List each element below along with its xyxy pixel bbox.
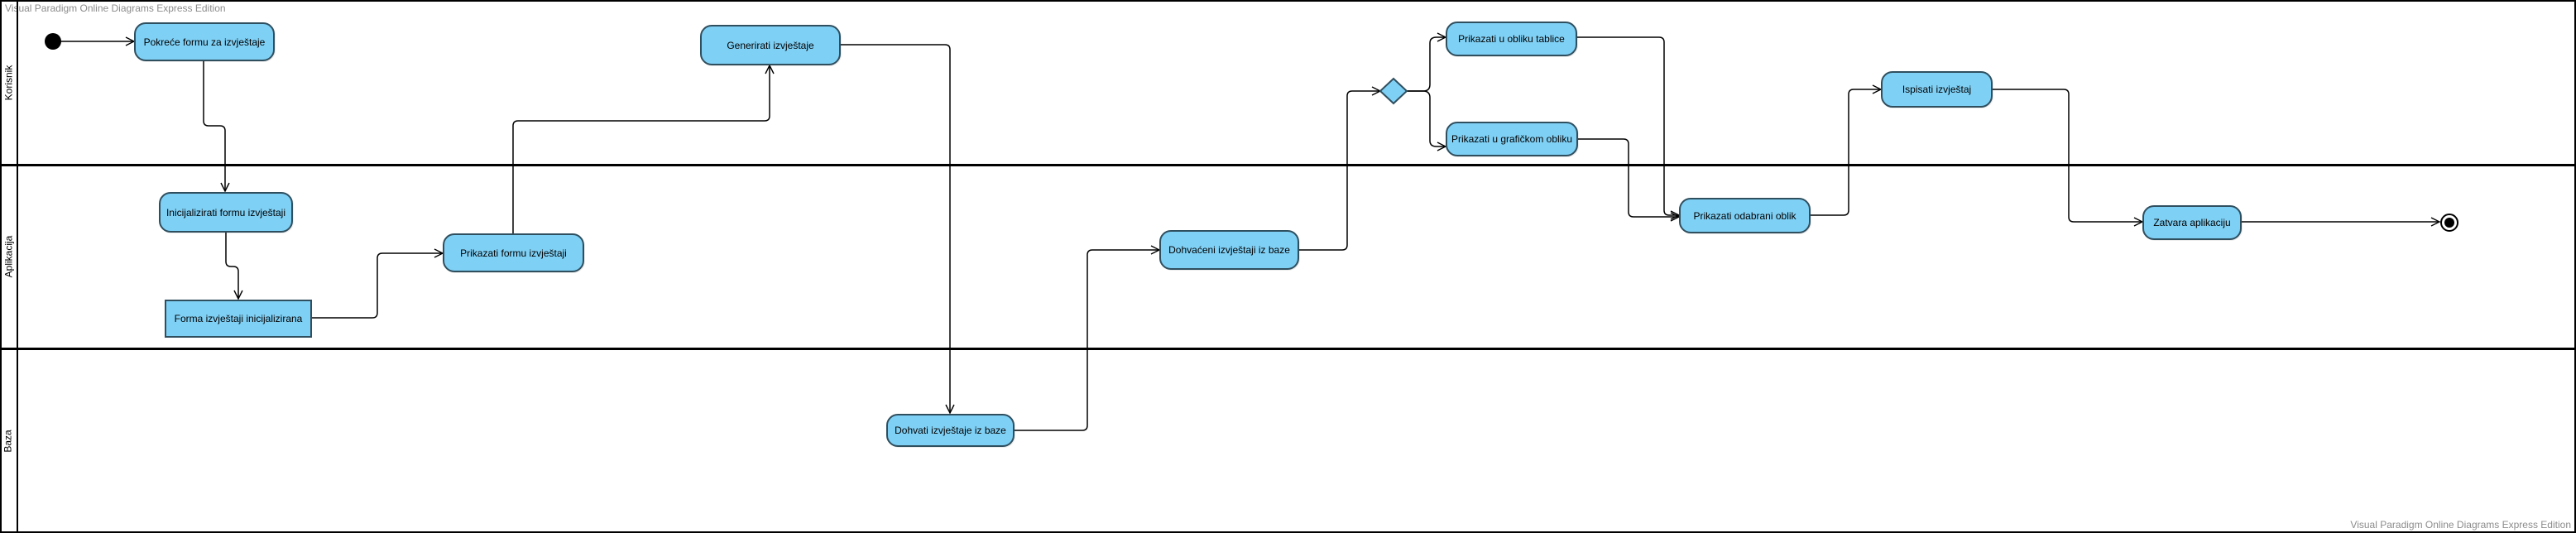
- action-pokrece-formu[interactable]: Pokreće formu za izvještaje: [134, 22, 275, 61]
- action-inicijalizirati-formu[interactable]: Inicijalizirati formu izvještaji: [159, 192, 293, 233]
- action-generirati-izvjestaje[interactable]: Generirati izvještaje: [700, 25, 841, 65]
- edge-tablica-to-odabrani: [1577, 36, 1679, 215]
- watermark-top: Visual Paradigm Online Diagrams Express …: [5, 2, 226, 14]
- edge-prikazati-formu-to-generirati: [512, 65, 770, 233]
- edge-dohvati-to-dohvaceni: [1015, 250, 1159, 431]
- action-prikazati-odabrani[interactable]: Prikazati odabrani oblik: [1679, 198, 1811, 233]
- edge-decision-to-graficki: [1407, 90, 1446, 146]
- edge-generirati-to-dohvati: [841, 44, 950, 413]
- edge-odabrani-to-ispisati: [1811, 89, 1881, 216]
- action-prikazati-graficki[interactable]: Prikazati u grafičkom obliku: [1446, 122, 1578, 156]
- lane-separator-1: [0, 164, 2574, 166]
- edge-decision-to-tablica: [1407, 37, 1446, 92]
- edge-pokrece-to-inicijalizirati: [203, 61, 225, 191]
- action-dohvaceni-izvjestaji[interactable]: Dohvaćeni izvještaji iz baze: [1159, 230, 1299, 270]
- edge-ispisati-to-zatvara: [1993, 89, 2142, 222]
- action-ispisati-izvjestaj[interactable]: Ispisati izvještaj: [1881, 71, 1993, 108]
- edge-forma-to-prikazati-formu: [310, 253, 443, 319]
- lane-separator-2: [0, 348, 2574, 350]
- watermark-bottom: Visual Paradigm Online Diagrams Express …: [2350, 519, 2571, 531]
- final-node-inner: [2444, 218, 2454, 228]
- edge-graficki-to-odabrani: [1578, 138, 1679, 217]
- edge-dohvaceni-to-decision: [1299, 91, 1380, 251]
- lane-header-separator: [17, 0, 18, 533]
- action-prikazati-formu[interactable]: Prikazati formu izvještaji: [443, 233, 584, 272]
- object-forma-inicijalizirana[interactable]: Forma izvještaji inicijalizirana: [165, 300, 312, 338]
- decision-node: [1379, 77, 1408, 105]
- action-zatvara-aplikaciju[interactable]: Zatvara aplikaciju: [2142, 205, 2242, 240]
- edge-inicijalizirati-to-forma: [225, 233, 238, 299]
- initial-node: [45, 33, 61, 50]
- action-dohvati-izvjestaje[interactable]: Dohvati izvještaje iz baze: [886, 414, 1015, 447]
- action-prikazati-tablica[interactable]: Prikazati u obliku tablice: [1446, 22, 1577, 56]
